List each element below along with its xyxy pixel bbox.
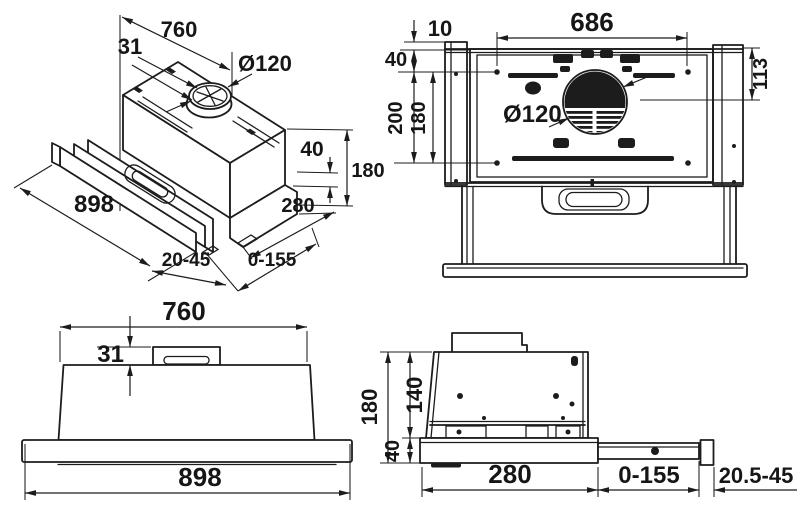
dim-top-hole-spacing-depth: 180 xyxy=(408,101,430,134)
front-view-body xyxy=(21,346,353,466)
dim-side-drawer-height: 40 xyxy=(382,440,404,462)
visor-panel xyxy=(21,439,353,463)
side-view-body xyxy=(419,332,715,468)
dim-iso-total-height: 180 xyxy=(351,160,384,182)
dim-iso-total-width: 898 xyxy=(74,191,114,218)
dim-front-collar-height: 31 xyxy=(97,341,124,368)
dim-side-panel-range: 20.5-45 xyxy=(719,463,794,488)
dim-iso-panel-range: 20-45 xyxy=(162,250,211,271)
mounting-hole xyxy=(685,69,691,75)
dim-side-depth: 280 xyxy=(488,459,531,489)
top-slot-mark xyxy=(246,128,256,135)
dim-iso-duct-diameter: Ø120 xyxy=(238,51,292,76)
isometric-hood-body xyxy=(122,61,286,219)
dim-top-recess-depth: 200 xyxy=(385,101,407,134)
dim-side-extension-range: 0-155 xyxy=(618,462,679,489)
front-view: 760 31 898 xyxy=(21,296,353,500)
dim-top-hole-front-offset: 40 xyxy=(385,49,407,71)
isometric-view: 760 31 Ø120 180 40 898 20-45 xyxy=(13,15,385,292)
isometric-dimensions: 760 31 Ø120 180 40 898 20-45 xyxy=(13,16,385,292)
dim-top-hole-spacing-width: 686 xyxy=(570,7,613,37)
front-view-dimensions: 760 31 898 xyxy=(24,296,351,500)
dim-front-top-width: 760 xyxy=(162,296,205,326)
hood-canopy xyxy=(57,364,316,441)
duct-hole xyxy=(562,69,628,135)
dim-iso-depth: 280 xyxy=(281,195,314,217)
top-view: 686 10 40 200 180 113 Ø120 xyxy=(385,7,772,278)
dim-iso-top-width: 760 xyxy=(161,17,198,42)
dim-iso-extension-range: 0-155 xyxy=(248,250,297,271)
dim-iso-collar-height: 31 xyxy=(118,34,142,59)
top-slot-mark xyxy=(133,86,143,93)
dim-iso-lower-height: 40 xyxy=(300,138,323,161)
dim-side-body-height: 140 xyxy=(402,377,427,414)
front-panel-strip xyxy=(442,263,748,278)
mounting-hole xyxy=(685,160,691,166)
dim-top-bracket-offset: 10 xyxy=(428,16,452,41)
telescopic-rail xyxy=(597,442,700,460)
dim-side-total-height: 180 xyxy=(357,389,382,426)
side-view-dimensions: 180 140 40 280 0-155 20.5-45 xyxy=(357,351,797,497)
dim-front-total-width: 898 xyxy=(178,462,221,492)
handle-recess xyxy=(541,185,649,215)
right-mounting-bracket xyxy=(712,44,744,186)
side-view: 180 140 40 280 0-155 20.5-45 xyxy=(357,332,797,497)
dim-top-duct-offset: 113 xyxy=(750,58,772,90)
top-view-body xyxy=(442,41,748,278)
dim-top-duct-diameter: Ø120 xyxy=(503,101,562,128)
duct-connector-side xyxy=(451,332,528,352)
left-mounting-bracket xyxy=(444,41,468,186)
top-view-dimensions: 686 10 40 200 180 113 Ø120 xyxy=(385,7,772,164)
front-panel-side xyxy=(699,439,715,466)
